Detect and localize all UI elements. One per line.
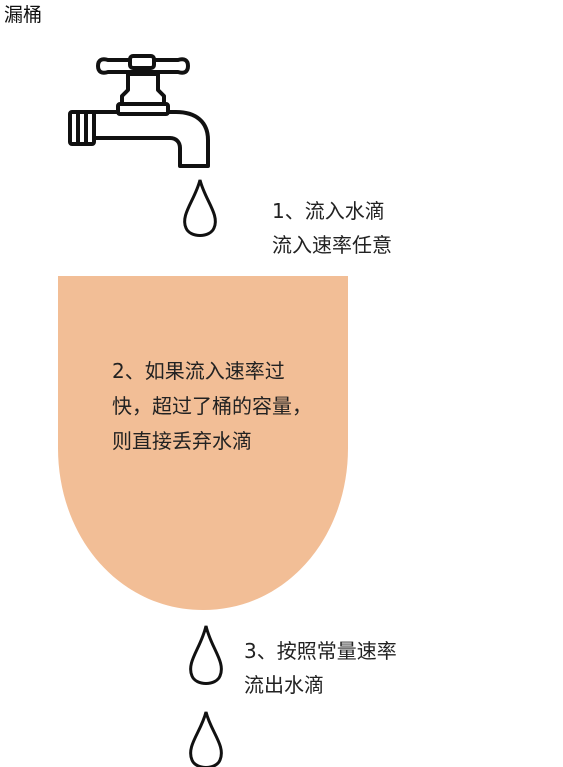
- step-2-line-1: 2、如果流入速率过: [112, 359, 285, 383]
- step-2-line-3: 则直接丢弃水滴: [112, 429, 252, 453]
- step-2-line-2: 快，超过了桶的容量，: [112, 394, 312, 418]
- step-3-text: 3、按照常量速率 流出水滴: [244, 634, 397, 702]
- water-drop-icon: [189, 711, 223, 767]
- page-title: 漏桶: [4, 4, 43, 26]
- step-3-line-2: 流出水滴: [244, 673, 324, 697]
- faucet-icon: [68, 54, 210, 168]
- water-drop-icon: [183, 179, 217, 237]
- step-1-line-2: 流入速率任意: [272, 233, 392, 257]
- bucket-shape: [58, 276, 348, 610]
- step-1-text: 1、流入水滴 流入速率任意: [272, 194, 392, 262]
- step-1-line-1: 1、流入水滴: [272, 199, 385, 223]
- step-3-line-1: 3、按照常量速率: [244, 639, 397, 663]
- step-2-text: 2、如果流入速率过 快，超过了桶的容量， 则直接丢弃水滴: [112, 354, 312, 459]
- water-drop-icon: [189, 625, 223, 685]
